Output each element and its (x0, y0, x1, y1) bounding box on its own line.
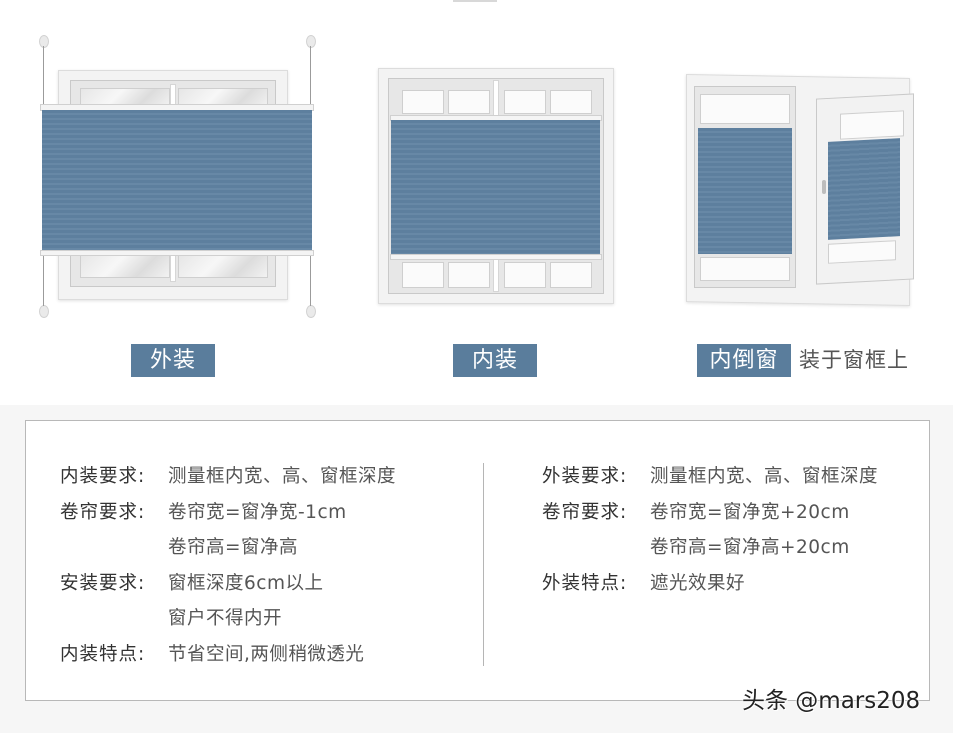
requirement-label: 内装要求: (60, 466, 146, 487)
requirement-value: 测量框内宽、高、窗框深度 (168, 466, 397, 487)
requirement-label: 卷帘要求: (542, 501, 628, 523)
cable-anchor-icon (39, 305, 49, 318)
outside-mount-illustration (0, 0, 330, 330)
window-pane (80, 254, 170, 278)
tilt-turn-window-tag: 内倒窗 (697, 344, 791, 377)
cable-anchor-icon (306, 305, 316, 318)
tilt-turn-window-note: 装于窗框上 (799, 348, 909, 372)
requirement-label: 内装特点: (60, 643, 146, 665)
requirement-label: 外装要求: (542, 466, 628, 487)
blind-bottom-rail (40, 250, 314, 256)
window-pane (700, 94, 790, 124)
window-pane (504, 262, 546, 288)
cable-anchor-icon (39, 35, 49, 48)
window-pane (550, 262, 592, 288)
window-pane (700, 257, 790, 281)
window-pane (448, 90, 490, 114)
window-handle-icon (822, 180, 826, 194)
requirement-label: 外装特点: (542, 572, 628, 594)
blind-bottom-rail (390, 254, 602, 260)
watermark: 头条 @mars208 (742, 688, 921, 714)
window-pane (448, 262, 490, 288)
cellular-blind-fabric (828, 138, 900, 240)
window-pane (402, 90, 444, 114)
window-pane (178, 254, 268, 278)
cable-anchor-icon (306, 35, 316, 48)
window-pane (402, 262, 444, 288)
cellular-blind-fabric (391, 120, 600, 254)
requirement-value: 卷帘高=窗净高 (168, 537, 299, 558)
requirement-value: 窗户不得内开 (168, 608, 283, 629)
requirement-value: 卷帘高=窗净高+20cm (650, 537, 850, 558)
requirement-label: 卷帘要求: (60, 501, 146, 523)
requirement-label: 安装要求: (60, 572, 146, 594)
cellular-blind-fabric (42, 110, 312, 250)
outside-mount-tag: 外装 (131, 344, 215, 377)
window-pane (550, 90, 592, 114)
cellular-blind-fabric (698, 128, 792, 254)
window-pane (504, 90, 546, 114)
requirement-value: 卷帘宽=窗净宽+20cm (650, 501, 850, 523)
tilt-turn-window-illustration (670, 60, 953, 320)
top-edge-bar (453, 0, 497, 2)
requirement-value: 测量框内宽、高、窗框深度 (650, 466, 879, 487)
column-divider (483, 463, 484, 666)
requirement-value: 窗框深度6cm以上 (168, 572, 324, 594)
requirement-value: 节省空间,两侧稍微透光 (168, 643, 365, 665)
measurement-info-box: 内装要求: 测量框内宽、高、窗框深度 卷帘要求: 卷帘宽=窗净宽-1cm 卷帘高… (25, 420, 930, 701)
requirement-value: 遮光效果好 (650, 572, 746, 594)
inside-mount-illustration (360, 50, 640, 330)
inside-mount-tag: 内装 (453, 344, 537, 377)
requirement-value: 卷帘宽=窗净宽-1cm (168, 501, 347, 523)
window-pane (828, 240, 896, 264)
window-pane (840, 110, 904, 140)
